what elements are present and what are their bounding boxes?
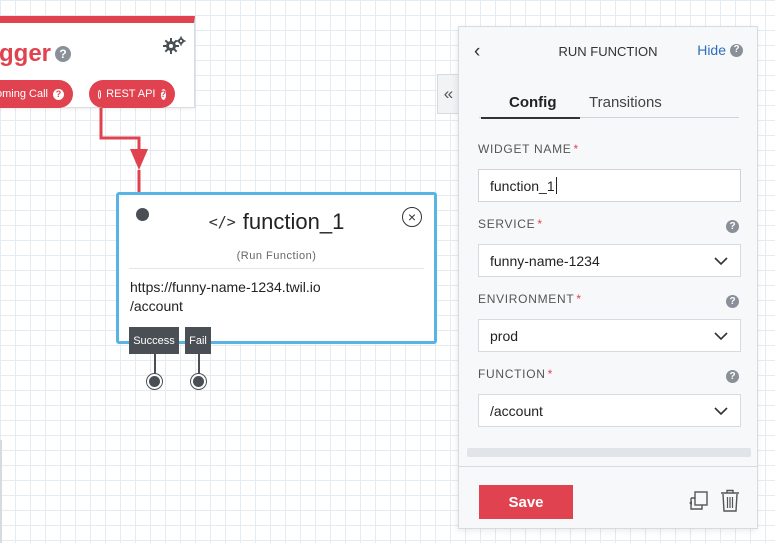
copy-icon[interactable] [688,490,710,512]
trigger-transition-incoming-call[interactable]: coming Call ? [0,80,73,108]
output-success[interactable]: Success [129,327,179,354]
widget-title: function_1 [242,209,345,234]
required-mark: * [537,217,543,231]
close-circle-icon[interactable]: × [402,207,422,227]
code-icon: </> [208,213,236,231]
widget-subtitle: (Run Function) [236,250,317,262]
text-caret [555,177,557,194]
footer-divider [459,466,757,467]
output-fail[interactable]: Fail [185,327,211,354]
select-value: /account [490,402,543,419]
select-value: funny-name-1234 [490,252,600,269]
trash-icon[interactable] [720,489,740,512]
required-mark: * [547,367,553,381]
trigger-title: gger ? [0,40,72,68]
config-panel: ‹ RUN FUNCTION Hide ? Config Transitions… [458,26,758,529]
widget-name-input[interactable]: function_1 [478,169,741,202]
transition-label: REST API [106,88,156,100]
label-text: ENVIRONMENT [478,292,575,306]
chevron-left-icon[interactable]: ‹ [474,41,481,62]
chevron-down-icon [714,332,728,341]
canvas-edge [0,440,2,543]
label-text: FUNCTION [478,367,546,381]
panel-tabs: Config Transitions [479,94,739,119]
help-icon[interactable]: ? [726,370,739,383]
select-value: prod [490,327,519,344]
gear-icon[interactable] [162,34,186,58]
help-icon[interactable]: ? [53,88,64,100]
url-line: /account [130,298,183,314]
label-text: SERVICE [478,217,536,231]
url-line: https://funny-name-1234.twil.io [130,279,321,295]
help-icon[interactable]: ? [730,43,743,57]
required-mark: * [576,292,582,306]
widget-url: https://funny-name-1234.twil.io /account [130,278,321,316]
function-label: FUNCTION* [478,367,553,381]
label-text: WIDGET NAME [478,142,572,156]
environment-label: ENVIRONMENT* [478,292,582,306]
trigger-title-text: gger [0,40,52,67]
double-chevron-left-icon[interactable]: « [437,74,459,114]
hide-label: Hide [697,42,726,58]
help-icon[interactable]: ? [160,88,166,100]
input-value: function_1 [490,177,555,194]
help-icon[interactable]: ? [726,295,739,308]
required-mark: * [573,142,579,156]
tab-config[interactable]: Config [480,94,582,119]
input-port[interactable] [136,208,149,221]
transition-label: coming Call [0,88,48,100]
panel-title: RUN FUNCTION [558,44,658,59]
divider [129,268,424,269]
help-icon[interactable]: ? [726,220,739,233]
horizontal-scrollbar[interactable] [467,448,751,457]
output-port-success[interactable] [147,374,162,389]
save-button[interactable]: Save [479,485,573,519]
service-select[interactable]: funny-name-1234 [478,244,741,277]
widget-name-label: WIDGET NAME* [478,142,579,156]
function-widget[interactable]: </> function_1 × (Run Function) https://… [116,192,437,344]
service-label: SERVICE* [478,217,543,231]
widget-header: </> function_1 [119,209,434,235]
output-stem [154,354,156,376]
radio-icon [98,89,102,99]
environment-select[interactable]: prod [478,319,741,352]
chevron-down-icon [714,257,728,266]
tab-transitions[interactable]: Transitions [589,94,662,111]
hide-link[interactable]: Hide ? [697,42,743,58]
trigger-transition-rest-api[interactable]: REST API ? [89,80,175,108]
output-stem [198,354,200,376]
help-icon[interactable]: ? [55,46,72,62]
function-select[interactable]: /account [478,394,741,427]
chevron-down-icon [714,407,728,416]
trigger-widget[interactable]: gger ? coming Call ? REST API ? [0,16,195,108]
panel-header: ‹ RUN FUNCTION Hide ? [459,27,757,75]
output-port-fail[interactable] [191,374,206,389]
